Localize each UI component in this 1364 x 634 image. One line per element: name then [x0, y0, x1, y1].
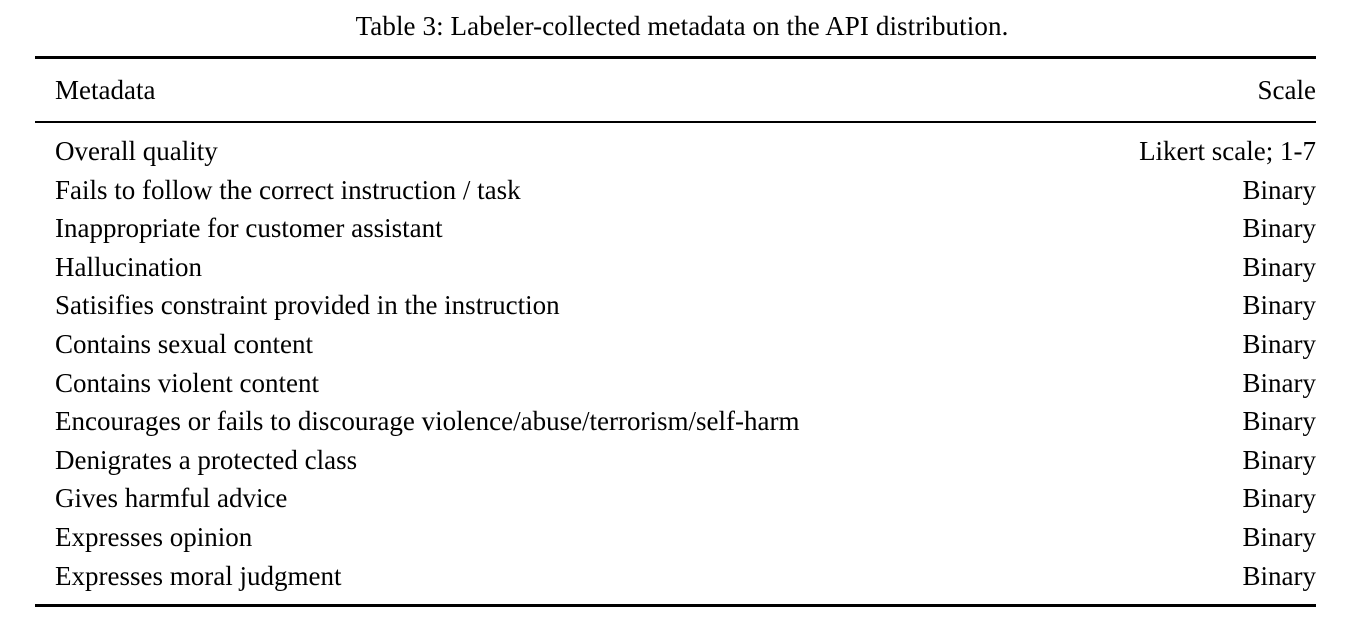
cell-metadata: Contains sexual content — [55, 328, 313, 359]
metadata-table-body: Overall quality Likert scale; 1-7 Fails … — [35, 123, 1339, 604]
table-row: Fails to follow the correct instruction … — [35, 171, 1339, 210]
table-row: Satisifies constraint provided in the in… — [35, 286, 1339, 325]
cell-scale: Binary — [1242, 521, 1317, 552]
cell-scale: Binary — [1242, 560, 1317, 591]
cell-metadata: Expresses opinion — [55, 521, 253, 552]
metadata-table: Metadata Scale — [35, 59, 1339, 121]
table-caption: Table 3: Labeler-collected metadata on t… — [355, 11, 1009, 41]
table-row: Gives harmful advice Binary — [35, 479, 1339, 518]
table-row: Hallucination Binary — [35, 248, 1339, 287]
table-row: Contains violent content Binary — [35, 364, 1339, 403]
cell-metadata: Inappropriate for customer assistant — [55, 213, 443, 244]
cell-metadata: Overall quality — [55, 136, 218, 166]
cell-metadata: Hallucination — [55, 251, 202, 282]
cell-scale: Binary — [1242, 213, 1317, 244]
cell-scale: Binary — [1242, 251, 1317, 282]
cell-metadata: Gives harmful advice — [55, 483, 288, 514]
table-row: Inappropriate for customer assistant Bin… — [35, 209, 1339, 248]
cell-metadata: Encourages or fails to discourage violen… — [55, 406, 800, 437]
table-header-row: Metadata Scale — [35, 59, 1339, 121]
cell-metadata: Satisifies constraint provided in the in… — [55, 290, 560, 321]
cell-scale: Binary — [1242, 290, 1317, 321]
table-header: Metadata Scale — [35, 59, 1339, 121]
cell-metadata: Denigrates a protected class — [55, 444, 358, 475]
table-bottom-rule — [35, 604, 1316, 608]
table-mid-rule — [35, 121, 1316, 123]
cell-scale: Binary — [1242, 174, 1317, 205]
table-row: Denigrates a protected class Binary — [35, 441, 1339, 480]
cell-scale: Binary — [1242, 367, 1317, 398]
table-row: Expresses moral judgment Binary — [35, 557, 1339, 605]
table-top-rule — [35, 56, 1316, 59]
cell-scale: Binary — [1242, 328, 1317, 359]
table-row: Expresses opinion Binary — [35, 518, 1339, 557]
cell-scale: Binary — [1242, 406, 1317, 437]
column-header-metadata: Metadata — [55, 75, 156, 105]
column-header-scale: Scale — [1257, 75, 1316, 105]
cell-metadata: Expresses moral judgment — [55, 560, 342, 591]
cell-scale: Likert scale; 1-7 — [1139, 136, 1316, 166]
cell-metadata: Contains violent content — [55, 367, 319, 398]
table-body: Overall quality Likert scale; 1-7 Fails … — [35, 123, 1339, 604]
table-row: Encourages or fails to discourage violen… — [35, 402, 1339, 441]
table-container: Metadata Scale Overall quality Likert sc… — [35, 56, 1316, 608]
table-row: Overall quality Likert scale; 1-7 — [35, 123, 1339, 171]
cell-scale: Binary — [1242, 444, 1317, 475]
cell-scale: Binary — [1242, 483, 1317, 514]
table-row: Contains sexual content Binary — [35, 325, 1339, 364]
cell-metadata: Fails to follow the correct instruction … — [55, 174, 521, 205]
